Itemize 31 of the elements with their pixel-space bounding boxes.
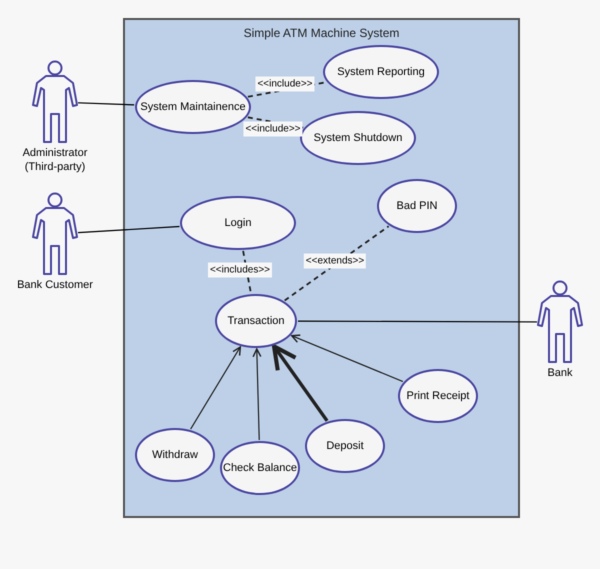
use-case-label: Login [224,216,252,231]
use-case-label: System Shutdown [314,130,402,146]
use-case-label: Deposit [326,438,364,454]
arrow [291,334,404,382]
use-case-ellipse [215,294,297,348]
association-line [78,226,180,234]
use-case-label: Transaction [227,314,285,329]
association-line [298,320,537,323]
use-case-label: Withdraw [152,448,198,463]
use-case-label: Print Receipt [406,388,470,404]
arrow [190,346,242,430]
edge-label: <<include>> [255,76,315,92]
system-boundary [123,18,520,518]
use-case-label: Check Balance [223,460,297,476]
edge-label: <<extends>> [304,254,366,268]
use-case-label: Bad PIN [396,198,438,214]
association-line [284,226,390,302]
arrow [252,348,262,440]
edge-label: <<includes>> [208,262,272,278]
edge-label: <<include>> [243,122,303,136]
association-line [78,102,134,106]
actor-figure [32,60,78,144]
actor-label: Bank Customer [16,278,94,292]
actor-figure [32,192,78,276]
use-case-label: System Reporting [337,64,425,80]
system-title: Simple ATM Machine System [242,25,400,42]
actor-label: Bank [546,366,574,380]
actor-figure [537,280,583,364]
actor-label: Administrator (Third-party) [22,146,88,174]
arrow [272,344,328,422]
use-case-label: System Maintainence [140,100,246,115]
